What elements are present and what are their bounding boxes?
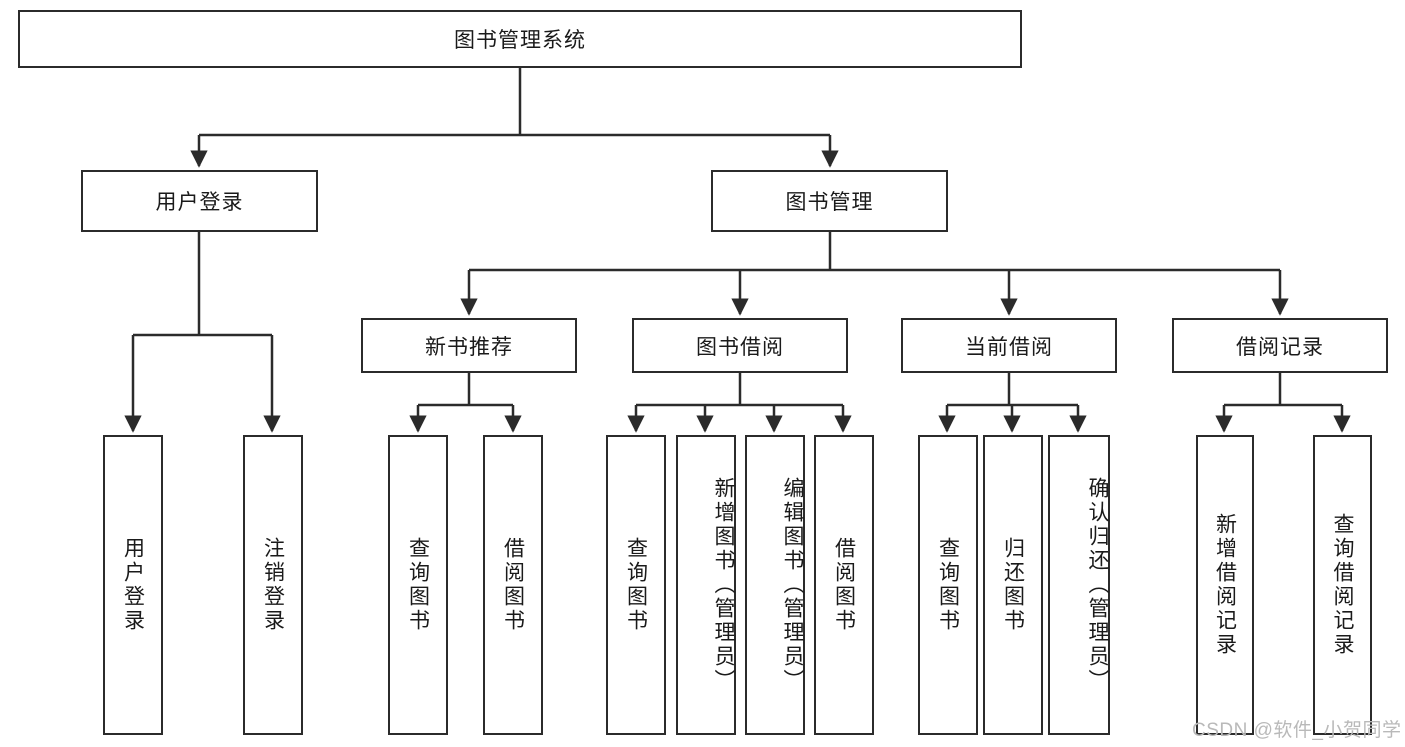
- node-book-borrow[interactable]: 图书借阅: [632, 318, 848, 373]
- leaf-records-query[interactable]: 查询借阅记录: [1313, 435, 1372, 735]
- leaf-new-book-borrow-label: 借阅图书: [501, 537, 525, 633]
- leaf-current-confirm-return-label: 确认归还（管理员）: [1086, 477, 1109, 693]
- csdn-watermark: CSDN @软件_小贺同学: [1192, 720, 1402, 741]
- leaf-current-return-book-label: 归还图书: [1001, 537, 1025, 633]
- leaf-borrow-query-book[interactable]: 查询图书: [606, 435, 666, 735]
- leaf-borrow-query-book-label: 查询图书: [624, 537, 648, 633]
- leaf-borrow-borrow-book[interactable]: 借阅图书: [814, 435, 874, 735]
- node-new-book-recommend-label: 新书推荐: [425, 335, 513, 359]
- leaf-user-login-signout[interactable]: 注销登录: [243, 435, 303, 735]
- leaf-borrow-edit-book-label: 编辑图书（管理员）: [781, 477, 804, 693]
- leaf-user-login-signin-label: 用户登录: [121, 537, 145, 633]
- node-book-management[interactable]: 图书管理: [711, 170, 948, 232]
- leaf-records-add[interactable]: 新增借阅记录: [1196, 435, 1254, 735]
- leaf-borrow-borrow-book-label: 借阅图书: [832, 537, 856, 633]
- node-user-login[interactable]: 用户登录: [81, 170, 318, 232]
- leaf-current-return-book[interactable]: 归还图书: [983, 435, 1043, 735]
- node-borrow-records-label: 借阅记录: [1236, 335, 1324, 359]
- node-book-borrow-label: 图书借阅: [696, 335, 784, 359]
- leaf-new-book-query-label: 查询图书: [406, 537, 430, 633]
- node-root[interactable]: 图书管理系统: [18, 10, 1022, 68]
- leaf-user-login-signout-label: 注销登录: [261, 537, 285, 633]
- leaf-new-book-borrow[interactable]: 借阅图书: [483, 435, 543, 735]
- node-book-management-label: 图书管理: [785, 191, 874, 214]
- node-user-login-label: 用户登录: [155, 191, 244, 214]
- node-current-borrow-label: 当前借阅: [965, 335, 1053, 359]
- leaf-borrow-add-book[interactable]: 新增图书（管理员）: [676, 435, 736, 735]
- node-root-label: 图书管理系统: [454, 29, 586, 52]
- node-borrow-records[interactable]: 借阅记录: [1172, 318, 1388, 373]
- node-new-book-recommend[interactable]: 新书推荐: [361, 318, 577, 373]
- leaf-records-query-label: 查询借阅记录: [1331, 513, 1354, 657]
- leaf-current-confirm-return[interactable]: 确认归还（管理员）: [1048, 435, 1110, 735]
- node-current-borrow[interactable]: 当前借阅: [901, 318, 1117, 373]
- leaf-borrow-add-book-label: 新增图书（管理员）: [712, 477, 735, 693]
- leaf-new-book-query[interactable]: 查询图书: [388, 435, 448, 735]
- leaf-current-query-book[interactable]: 查询图书: [918, 435, 978, 735]
- leaf-current-query-book-label: 查询图书: [936, 537, 960, 633]
- leaf-user-login-signin[interactable]: 用户登录: [103, 435, 163, 735]
- leaf-borrow-edit-book[interactable]: 编辑图书（管理员）: [745, 435, 805, 735]
- leaf-records-add-label: 新增借阅记录: [1213, 513, 1237, 657]
